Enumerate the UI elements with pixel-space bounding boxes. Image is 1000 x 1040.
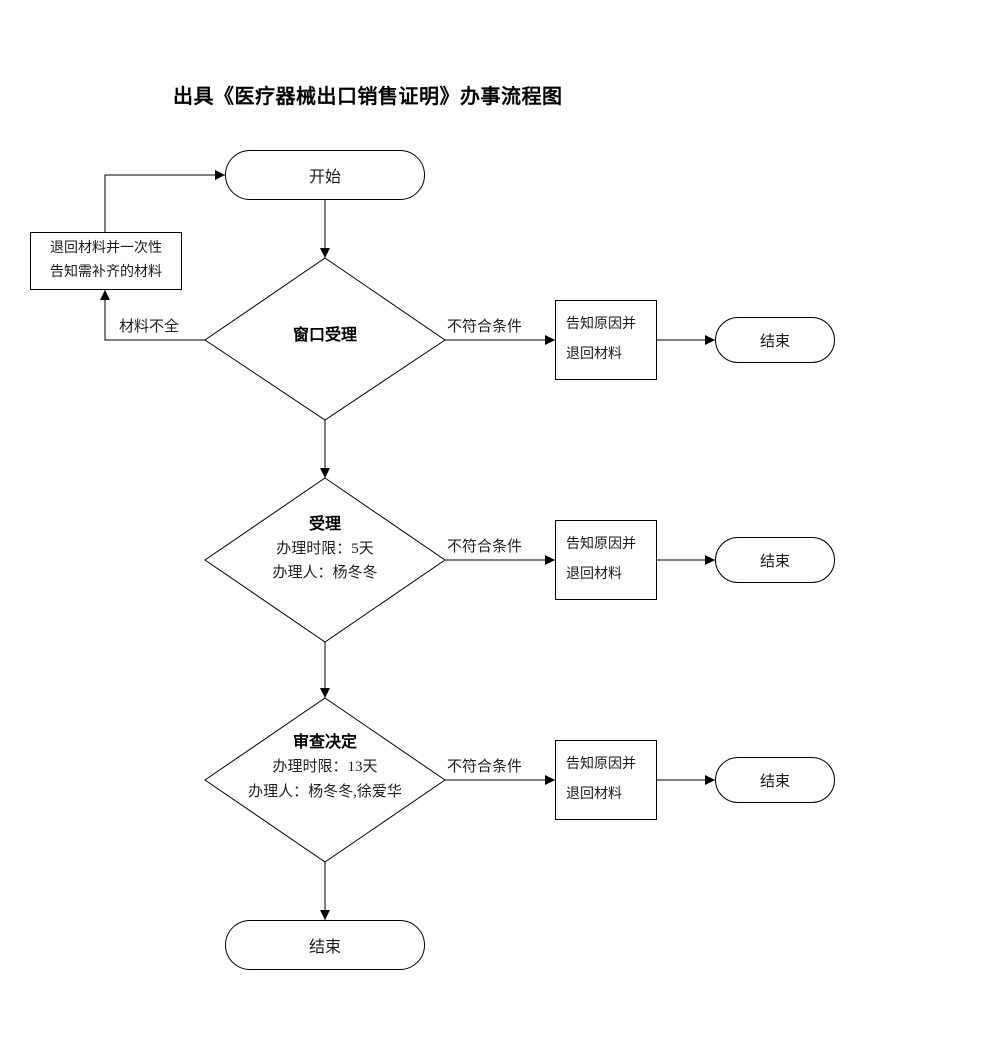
notify-box-2: 告知原因并 退回材料	[555, 520, 657, 600]
decision-acceptance-handler: 办理人：杨冬冬	[272, 565, 378, 581]
decision-review-decision-title: 审查决定	[292, 734, 357, 751]
start-node-label: 开始	[308, 169, 341, 186]
final-end-node: 结束	[225, 920, 425, 970]
decision-window-acceptance-text: 窗口受理	[225, 321, 425, 345]
end-node-2: 结束	[715, 537, 835, 583]
return-materials-box: 退回材料并一次性 告知需补齐的材料	[30, 232, 182, 290]
notify-box-2-line-2: 退回材料	[566, 567, 622, 582]
decision-acceptance-time-limit: 办理时限：5天	[276, 541, 374, 557]
start-node: 开始	[225, 150, 425, 200]
edge-label-not-qualified-2: 不符合条件	[447, 539, 523, 555]
notify-box-2-line-1: 告知原因并	[566, 537, 636, 552]
notify-box-1-line-2: 退回材料	[566, 347, 622, 362]
decision-review-decision-text: 审查决定 办理时限：13天 办理人：杨冬冬,徐爱华	[205, 730, 445, 805]
end-node-1-label: 结束	[759, 333, 790, 350]
edge-return-box-to-start	[104, 170, 225, 232]
notify-box-1: 告知原因并 退回材料	[555, 300, 657, 380]
edge-label-not-qualified-1: 不符合条件	[447, 319, 523, 335]
end-node-1: 结束	[715, 317, 835, 363]
edge-window-acceptance-to-return-box	[100, 290, 205, 341]
decision-acceptance-title: 受理	[308, 516, 341, 533]
decision-diamond-review-decision	[204, 697, 446, 863]
end-node-3-label: 结束	[759, 773, 790, 790]
edge-label-materials-incomplete: 材料不全	[119, 319, 180, 335]
final-end-node-label: 结束	[308, 939, 341, 956]
decision-review-decision-handler: 办理人：杨冬冬,徐爱华	[248, 784, 402, 800]
return-materials-line-2: 告知需补齐的材料	[50, 265, 162, 280]
decision-review-decision-time-limit: 办理时限：13天	[272, 759, 378, 775]
decision-diamond-acceptance	[204, 477, 446, 643]
end-node-3: 结束	[715, 757, 835, 803]
notify-box-3-line-1: 告知原因并	[566, 757, 636, 772]
decision-acceptance-text: 受理 办理时限：5天 办理人：杨冬冬	[205, 513, 445, 585]
end-node-2-label: 结束	[759, 553, 790, 570]
notify-box-1-line-1: 告知原因并	[566, 317, 636, 332]
edge-label-not-qualified-3: 不符合条件	[447, 759, 523, 775]
decision-diamond-window-acceptance	[204, 257, 446, 421]
return-materials-line-1: 退回材料并一次性	[50, 241, 162, 256]
notify-box-3: 告知原因并 退回材料	[555, 740, 657, 820]
notify-box-3-line-2: 退回材料	[566, 787, 622, 802]
page-title: 出具《医疗器械出口销售证明》办事流程图	[173, 86, 563, 108]
decision-window-acceptance-title: 窗口受理	[292, 327, 357, 344]
